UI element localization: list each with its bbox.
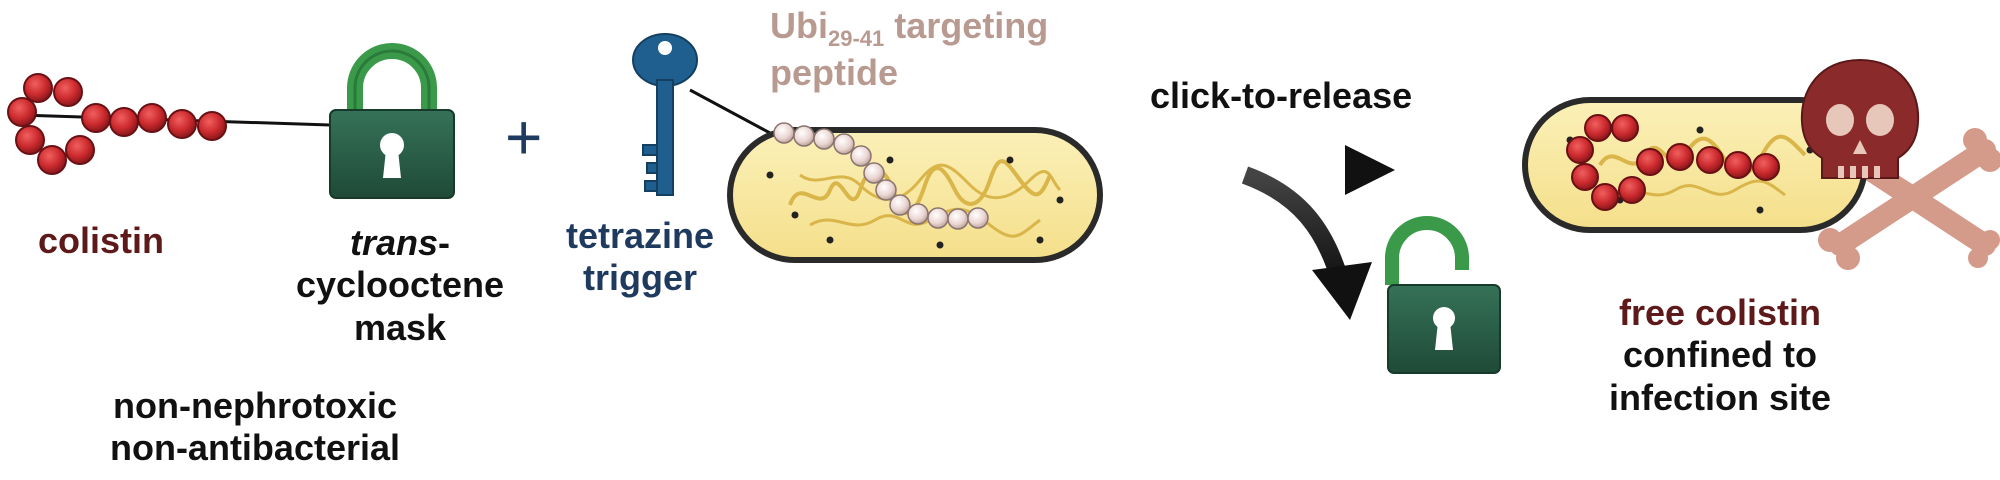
tetrazine-trigger-label: tetrazine trigger xyxy=(540,215,740,300)
ubi-targeting-text: targeting xyxy=(884,5,1049,46)
non-antibacterial-text: non-antibacterial xyxy=(109,427,401,469)
closed-lock-icon xyxy=(329,43,455,199)
ubi-base-text: Ubi xyxy=(770,5,828,46)
bacterium-with-peptide-icon xyxy=(727,122,1103,263)
confined-to-text: confined to xyxy=(1623,334,1817,376)
colistin-molecule-icon xyxy=(7,73,331,175)
ubi-peptide-label: Ubi29-41 targeting peptide xyxy=(770,5,1048,95)
key-icon xyxy=(632,33,771,196)
tco-mask-label: trans- cyclooctene mask xyxy=(290,222,510,349)
trans-dash-text: - xyxy=(438,222,451,263)
peptide-text: peptide xyxy=(770,52,899,94)
free-colistin-text: free colistin xyxy=(1618,292,1822,333)
free-colistin-label: free colistin confined to infection site xyxy=(1590,292,1850,419)
click-to-release-label: click-to-release xyxy=(1150,75,1413,116)
property-label: non-nephrotoxic non-antibacterial xyxy=(90,385,420,470)
open-lock-icon xyxy=(1385,216,1501,374)
tetrazine-text: tetrazine xyxy=(565,215,715,256)
non-nephrotoxic-text: non-nephrotoxic xyxy=(113,385,397,426)
trigger-text: trigger xyxy=(582,257,697,299)
trans-italic-text: trans xyxy=(349,222,439,263)
cyclooctene-text: cyclooctene xyxy=(295,264,505,306)
colistin-label: colistin xyxy=(38,220,165,261)
skull-icon xyxy=(1800,58,1920,179)
plus-sign: + xyxy=(505,101,543,173)
ubi-subscript-text: 29-41 xyxy=(828,26,885,52)
release-arrows-icon xyxy=(1200,145,1395,320)
killed-bacterium-icon xyxy=(1522,58,2000,270)
mask-text: mask xyxy=(353,306,447,348)
infection-site-text: infection site xyxy=(1608,376,1832,418)
